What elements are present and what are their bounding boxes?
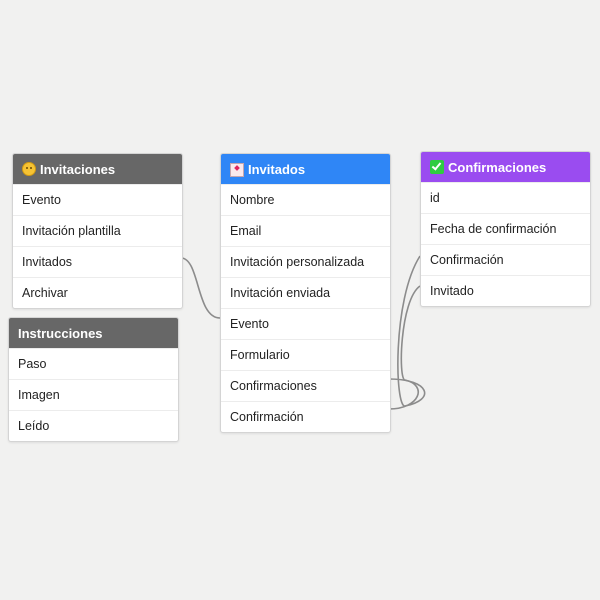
field-row[interactable]: Fecha de confirmación: [421, 213, 590, 244]
field-row[interactable]: Confirmación: [421, 244, 590, 275]
field-label: Paso: [18, 357, 47, 371]
table-instrucciones[interactable]: Instrucciones Paso Imagen Leído: [8, 317, 179, 442]
table-invitaciones[interactable]: Invitaciones Evento Invitación plantilla…: [12, 153, 183, 309]
field-row[interactable]: Leído: [9, 410, 178, 441]
field-row[interactable]: Paso: [9, 348, 178, 379]
table-confirmaciones[interactable]: Confirmaciones id Fecha de confirmación …: [420, 151, 591, 307]
field-label: Invitación personalizada: [230, 255, 365, 269]
field-row[interactable]: id: [421, 182, 590, 213]
field-row[interactable]: Evento: [221, 308, 390, 339]
field-row[interactable]: Evento: [13, 184, 182, 215]
field-label: Email: [230, 224, 262, 238]
check-mark-icon: [430, 160, 444, 174]
table-title-confirmaciones: Confirmaciones: [448, 159, 547, 175]
field-label: Invitado: [430, 284, 474, 298]
field-row[interactable]: Invitación plantilla: [13, 215, 182, 246]
field-label: Invitados: [22, 255, 73, 269]
link-confirmacion-invitado: [388, 285, 421, 410]
field-label: Invitación enviada: [230, 286, 331, 300]
field-label: Confirmación: [230, 410, 304, 424]
table-header-confirmaciones[interactable]: Confirmaciones: [421, 152, 590, 182]
field-label: Evento: [22, 193, 61, 207]
field-row[interactable]: Confirmaciones: [221, 370, 390, 401]
field-row[interactable]: Invitación enviada: [221, 277, 390, 308]
field-label: Confirmaciones: [230, 379, 317, 393]
smiling-face-icon: [22, 162, 36, 176]
table-title-instrucciones: Instrucciones: [18, 325, 103, 341]
table-header-invitaciones[interactable]: Invitaciones: [13, 154, 182, 184]
field-label: Fecha de confirmación: [430, 222, 557, 236]
field-label: Confirmación: [430, 253, 504, 267]
table-header-invitados[interactable]: Invitados: [221, 154, 390, 184]
field-row[interactable]: Nombre: [221, 184, 390, 215]
love-letter-icon: [230, 163, 244, 177]
table-title-invitados: Invitados: [248, 161, 306, 177]
field-row[interactable]: Confirmación: [221, 401, 390, 432]
link-invitaciones-invitados: [180, 257, 221, 319]
field-label: Formulario: [230, 348, 290, 362]
table-invitados[interactable]: Invitados Nombre Email Invitación person…: [220, 153, 391, 433]
field-row[interactable]: Archivar: [13, 277, 182, 308]
field-label: Invitación plantilla: [22, 224, 121, 238]
field-label: Archivar: [22, 286, 68, 300]
field-row[interactable]: Invitado: [421, 275, 590, 306]
field-label: Imagen: [18, 388, 60, 402]
field-label: Nombre: [230, 193, 275, 207]
field-label: Evento: [230, 317, 269, 331]
field-label: id: [430, 191, 440, 205]
field-row[interactable]: Invitación personalizada: [221, 246, 390, 277]
field-label: Leído: [18, 419, 50, 433]
field-row[interactable]: Formulario: [221, 339, 390, 370]
table-header-instrucciones[interactable]: Instrucciones: [9, 318, 178, 348]
table-title-invitaciones: Invitaciones: [40, 161, 116, 177]
field-row[interactable]: Email: [221, 215, 390, 246]
field-row[interactable]: Invitados: [13, 246, 182, 277]
field-row[interactable]: Imagen: [9, 379, 178, 410]
